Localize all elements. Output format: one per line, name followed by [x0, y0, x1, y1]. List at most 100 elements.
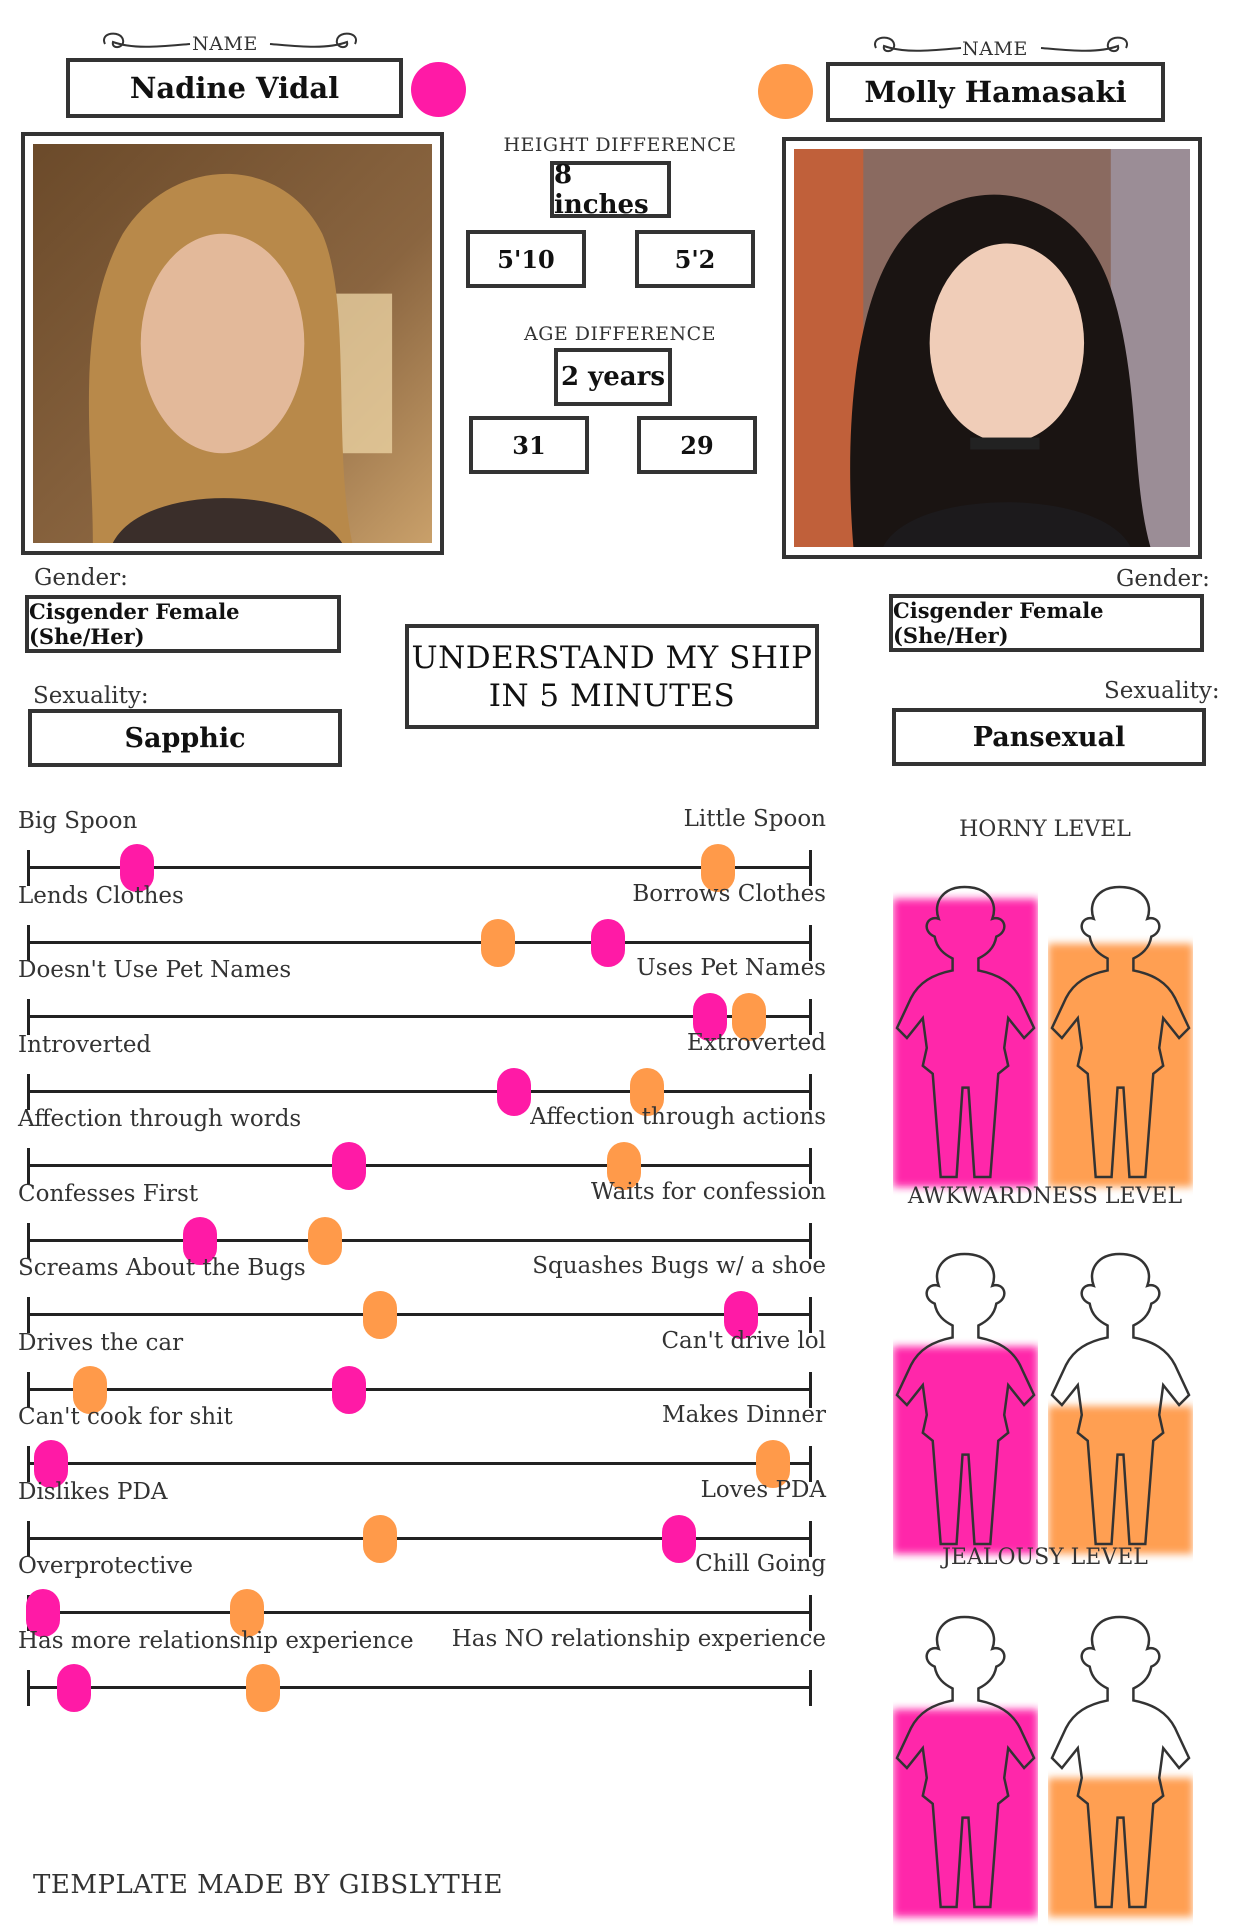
orange-marker: [73, 1366, 107, 1414]
scale-left-tick: [27, 925, 30, 961]
orange-person-outline: [1050, 1615, 1191, 1909]
orange-person-outline: [1050, 1252, 1191, 1546]
scale-line: [27, 1090, 812, 1093]
scale-left-tick: [27, 999, 30, 1035]
scale-left-tick: [27, 850, 30, 886]
scale-right-tick: [809, 999, 812, 1035]
scale-left-tick: [27, 1074, 30, 1110]
pink-marker: [120, 844, 154, 892]
orange-marker: [246, 1664, 280, 1712]
scale-right-tick: [809, 1670, 812, 1706]
left-name-flourish: [102, 32, 358, 48]
scale-left-tick: [27, 1297, 30, 1333]
scale-left-label: Introverted: [18, 1032, 152, 1058]
age-difference-box: 2 years: [554, 348, 672, 406]
scale-left-label: Drives the car: [18, 1330, 184, 1356]
pink-person-outline: [895, 885, 1036, 1179]
scale-line: [27, 1388, 812, 1391]
orange-person-figure: [1048, 1615, 1193, 1917]
pink-marker: [724, 1291, 758, 1339]
right-gender-label: Gender:: [1116, 566, 1210, 592]
orange-person-figure: [1048, 885, 1193, 1187]
pink-marker: [57, 1664, 91, 1712]
left-age-box: 31: [469, 416, 589, 474]
scale-left-tick: [27, 1521, 30, 1557]
orange-marker: [481, 919, 515, 967]
orange-level-fill: [1048, 1405, 1193, 1554]
orange-level-fill: [1048, 943, 1193, 1187]
pink-marker: [497, 1068, 531, 1116]
age-difference-caption: AGE DIFFERENCE: [524, 323, 716, 345]
scale-right-label: Squashes Bugs w/ a shoe: [532, 1253, 826, 1279]
pink-marker: [332, 1366, 366, 1414]
scale-line: [27, 1462, 812, 1465]
right-name-caption: NAME: [962, 38, 1028, 60]
left-name-caption: NAME: [192, 33, 258, 55]
scale-line: [27, 1239, 812, 1242]
pink-person-figure: [893, 1615, 1038, 1917]
scale-line: [27, 1313, 812, 1316]
orange-marker: [630, 1068, 664, 1116]
scale-right-label: Has NO relationship experience: [451, 1626, 826, 1652]
scale-right-label: Affection through actions: [530, 1104, 826, 1130]
scale-left-label: Big Spoon: [18, 808, 138, 834]
right-gender-box: Cisgender Female (She/Her): [889, 594, 1204, 652]
right-photo-frame: [782, 137, 1202, 559]
scale-right-tick: [809, 1223, 812, 1259]
scale-right-label: Little Spoon: [683, 806, 826, 832]
right-name-box: Molly Hamasaki: [826, 62, 1165, 122]
scale-right-tick: [809, 1595, 812, 1631]
scale-left-tick: [27, 1670, 30, 1706]
ship-title-line-1: UNDERSTAND MY SHIP: [411, 639, 813, 676]
orange-marker: [701, 844, 735, 892]
pink-marker: [591, 919, 625, 967]
left-sexuality-box: Sapphic: [28, 709, 342, 767]
scale-left-tick: [27, 1223, 30, 1259]
pink-marker: [26, 1589, 60, 1637]
scale-right-label: Uses Pet Names: [636, 955, 826, 981]
scale-left-tick: [27, 1446, 30, 1482]
right-portrait-image: [794, 149, 1190, 547]
pink-level-fill: [893, 1346, 1038, 1554]
scale-line: [27, 1686, 812, 1689]
orange-marker: [363, 1515, 397, 1563]
footer-credit: TEMPLATE MADE BY GIBSLYTHE: [33, 1870, 503, 1900]
scale-right-tick: [809, 1297, 812, 1333]
scale-left-label: Has more relationship experience: [18, 1628, 414, 1654]
scale-right-label: Loves PDA: [700, 1477, 826, 1503]
orange-person-outline: [1050, 885, 1191, 1179]
scale-left-label: Confesses First: [18, 1181, 199, 1207]
orange-marker: [308, 1217, 342, 1265]
pink-level-fill: [893, 898, 1038, 1187]
left-name-box: Nadine Vidal: [66, 58, 403, 118]
scale-right-tick: [809, 925, 812, 961]
left-height-box: 5'10: [466, 230, 586, 288]
left-portrait-image: [33, 144, 432, 543]
scale-left-tick: [27, 1372, 30, 1408]
scale-line: [27, 1611, 812, 1614]
scale-line: [27, 866, 812, 869]
level-title: AWKWARDNESS LEVEL: [907, 1184, 1183, 1209]
left-photo-frame: [21, 132, 444, 555]
orange-marker: [230, 1589, 264, 1637]
pink-marker: [34, 1440, 68, 1488]
pink-marker: [662, 1515, 696, 1563]
orange-person-figure: [1048, 1252, 1193, 1554]
scale-line: [27, 1537, 812, 1540]
pink-person-outline: [895, 1252, 1036, 1546]
scale-right-label: Waits for confession: [590, 1179, 826, 1205]
scale-right-tick: [809, 1074, 812, 1110]
scale-right-tick: [809, 850, 812, 886]
orange-marker: [607, 1142, 641, 1190]
scale-left-label: Doesn't Use Pet Names: [18, 957, 292, 983]
left-gender-box: Cisgender Female (She/Her): [25, 595, 341, 653]
scale-left-label: Screams About the Bugs: [18, 1255, 306, 1281]
scale-right-tick: [809, 1446, 812, 1482]
orange-marker: [363, 1291, 397, 1339]
pink-person-figure: [893, 1252, 1038, 1554]
right-name-flourish: [873, 36, 1129, 52]
pink-level-fill: [893, 1709, 1038, 1917]
scale-left-label: Dislikes PDA: [18, 1479, 168, 1505]
right-color-dot: [758, 64, 813, 119]
right-sexuality-label: Sexuality:: [1104, 678, 1220, 704]
